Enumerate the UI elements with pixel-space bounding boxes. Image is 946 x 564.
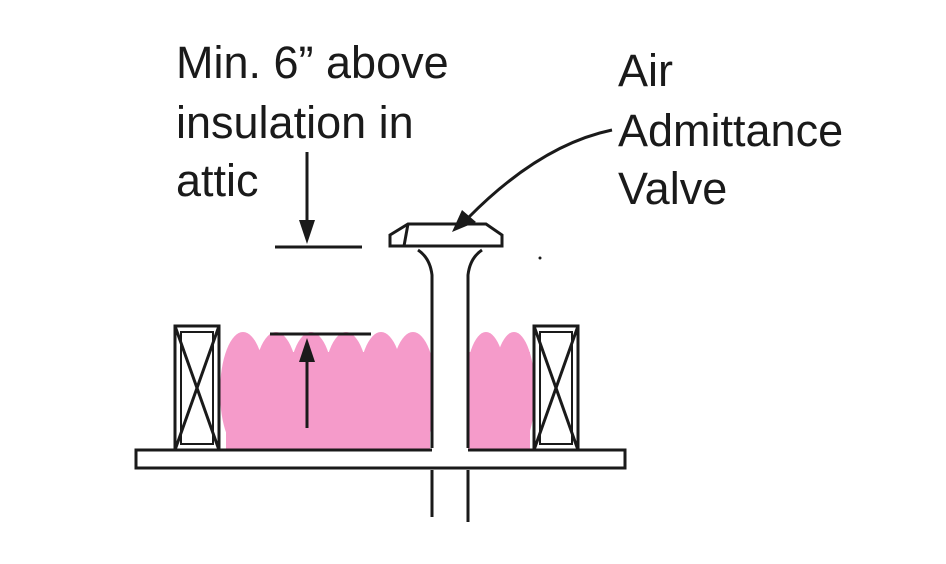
clearance-label-line-3: attic [176,155,259,206]
ceiling-plank [134,448,627,470]
insulation [220,332,535,452]
valve-label: Air Admittance Valve [618,45,843,214]
vent-pipe [417,248,483,522]
up-arrow-head [299,338,315,362]
insulation-fill [468,352,530,452]
left-joist [173,324,221,452]
valve-leader-arrow [452,128,613,232]
valve-label-line-1: Air [618,45,673,96]
clearance-label-line-1: Min. 6” above [176,37,449,88]
speck [538,256,542,260]
valve-label-line-2: Admittance [618,105,843,156]
clearance-label: Min. 6” above insulation in attic [176,37,449,206]
right-joist [532,324,580,452]
down-arrow-head [299,220,315,244]
insulation-fill [226,352,430,452]
clearance-label-line-2: insulation in [176,97,414,148]
valve-label-line-3: Valve [618,163,727,214]
clearance-dimension [270,152,371,428]
air-admittance-valve [388,222,504,248]
